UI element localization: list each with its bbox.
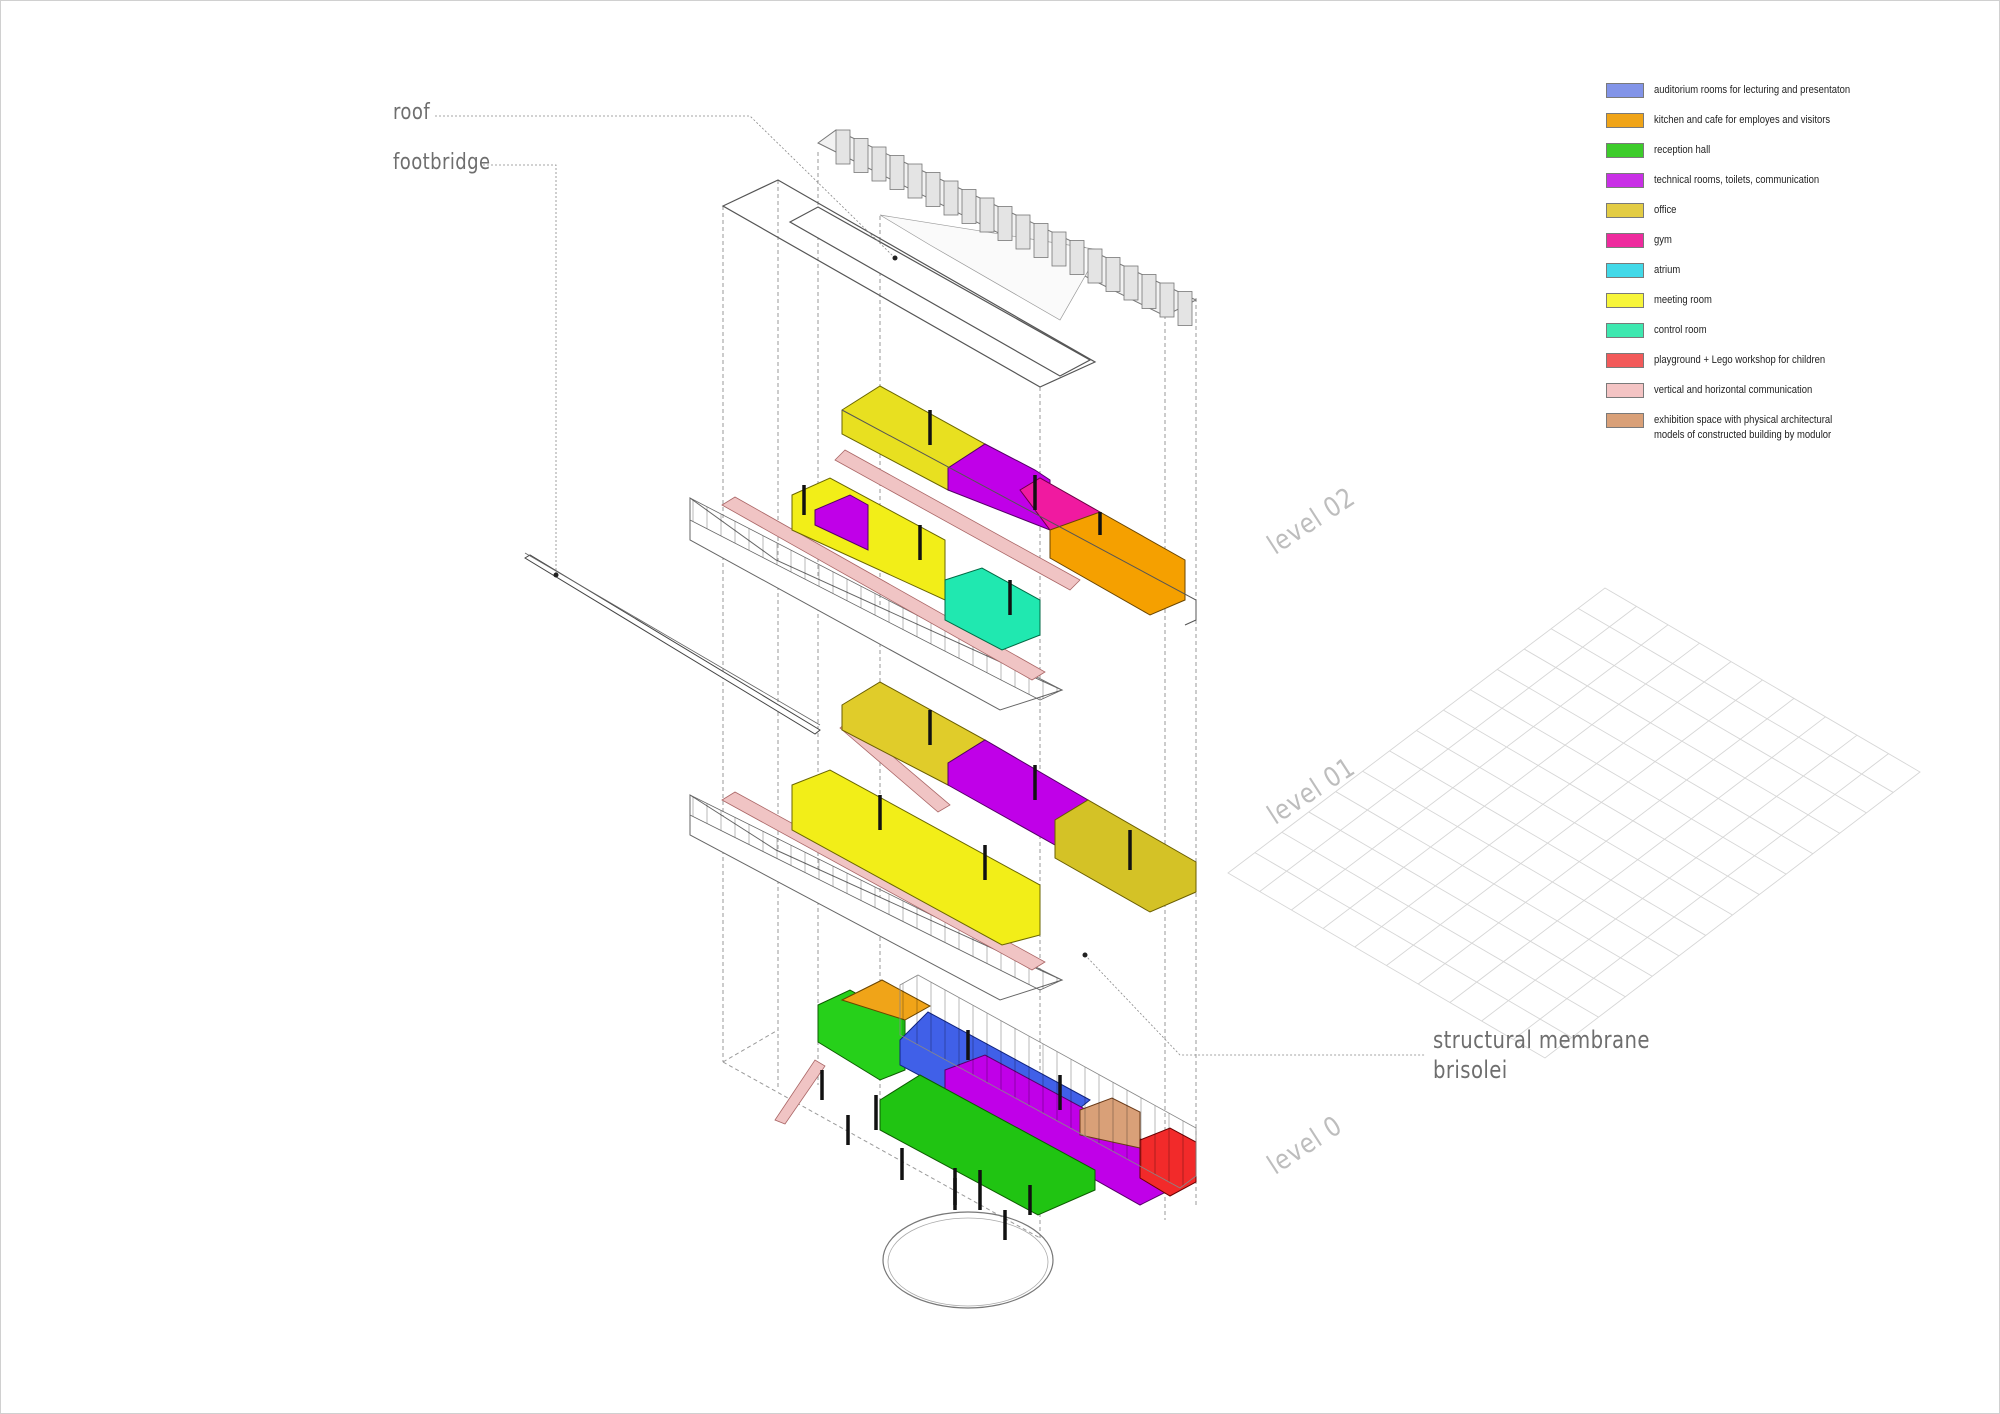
level0-brisolei [899, 974, 1197, 1189]
legend-item-kitchen: kitchen and cafe for employes and visito… [1606, 113, 1894, 128]
roof-label: roof [393, 100, 431, 125]
level02-technical-south [814, 494, 869, 551]
legend-swatch-atrium [1606, 263, 1644, 278]
level01-meeting [791, 769, 1041, 946]
level-01 [689, 681, 1197, 1001]
footbridge-deck [524, 554, 821, 735]
legend-label-atrium: atrium [1654, 264, 1681, 276]
level0-stair [774, 1059, 826, 1125]
level01-office-east [1054, 799, 1197, 913]
legend-label-kitchen: kitchen and cafe for employes and visito… [1654, 114, 1831, 126]
legend-swatch-playground [1606, 353, 1644, 368]
legend-label-control: control room [1654, 324, 1707, 336]
legend-item-office: office [1606, 203, 1894, 218]
legend-label-exhibition: exhibition space with physical architect… [1654, 414, 1833, 441]
level0-plaza-circle-inner [887, 1217, 1049, 1307]
legend-label-auditorium: auditorium rooms for lecturing and prese… [1654, 84, 1851, 96]
roof-parapet-frame [721, 179, 1097, 388]
level-0 [774, 974, 1197, 1309]
leader-dots [553, 255, 1088, 958]
legend-item-technical: technical rooms, toilets, communication [1606, 173, 1894, 188]
level02-outline [841, 409, 1197, 626]
structural-membrane-label: structural membrane [1433, 1026, 1650, 1054]
legend-swatch-gym [1606, 233, 1644, 248]
structural-columns [802, 410, 1132, 1240]
legend-swatch-office [1606, 203, 1644, 218]
level0-plaza-circle [882, 1211, 1054, 1309]
legend-item-circulation: vertical and horizontal communication [1606, 383, 1894, 398]
legend-label-circulation: vertical and horizontal communication [1654, 384, 1813, 396]
legend-swatch-circulation [1606, 383, 1644, 398]
legend-swatch-reception [1606, 143, 1644, 158]
footbridge-leader [483, 164, 557, 575]
legend-swatch-auditorium [1606, 83, 1644, 98]
level02-control-room [944, 567, 1041, 651]
legend-item-playground: playground + Lego workshop for children [1606, 353, 1894, 368]
legend-swatch-meeting [1606, 293, 1644, 308]
legend-swatch-exhibition [1606, 413, 1644, 428]
level02-circulation [721, 496, 1046, 681]
legend-label-gym: gym [1654, 234, 1672, 246]
legend-item-meeting: meeting room [1606, 293, 1894, 308]
footbridge-structure [524, 552, 821, 735]
legend-label-office: office [1654, 204, 1677, 216]
legend-label-technical: technical rooms, toilets, communication [1654, 174, 1820, 186]
legend-item-atrium: atrium [1606, 263, 1894, 278]
roof-assembly [721, 129, 1198, 388]
level02-circulation-2 [834, 449, 1081, 591]
legend-item-exhibition: exhibition space with physical architect… [1606, 413, 1894, 443]
roof-fins [835, 129, 1193, 326]
legend-swatch-kitchen [1606, 113, 1644, 128]
roof-leader [435, 115, 896, 259]
footbridge-label: footbridge [393, 150, 491, 175]
level01-circulation [721, 791, 1046, 971]
ground-grid [1227, 587, 1921, 1059]
leader-lines [435, 115, 1425, 1056]
legend-swatch-technical [1606, 173, 1644, 188]
level0-reception-hall-east [879, 1074, 1096, 1216]
legend-swatch-control [1606, 323, 1644, 338]
membrane-leader [1084, 954, 1425, 1056]
level-02 [689, 385, 1197, 711]
brisolei-label: brisolei [1433, 1056, 1508, 1084]
legend-label-reception: reception hall [1654, 144, 1711, 156]
footbridge-rail [524, 552, 821, 726]
legend-label-meeting: meeting room [1654, 294, 1712, 306]
legend-item-auditorium: auditorium rooms for lecturing and prese… [1606, 83, 1894, 98]
roof-slab [788, 206, 1092, 377]
legend-item-gym: gym [1606, 233, 1894, 248]
legend-item-reception: reception hall [1606, 143, 1894, 158]
legend-label-playground: playground + Lego workshop for children [1654, 354, 1826, 366]
legend-item-control: control room [1606, 323, 1894, 338]
